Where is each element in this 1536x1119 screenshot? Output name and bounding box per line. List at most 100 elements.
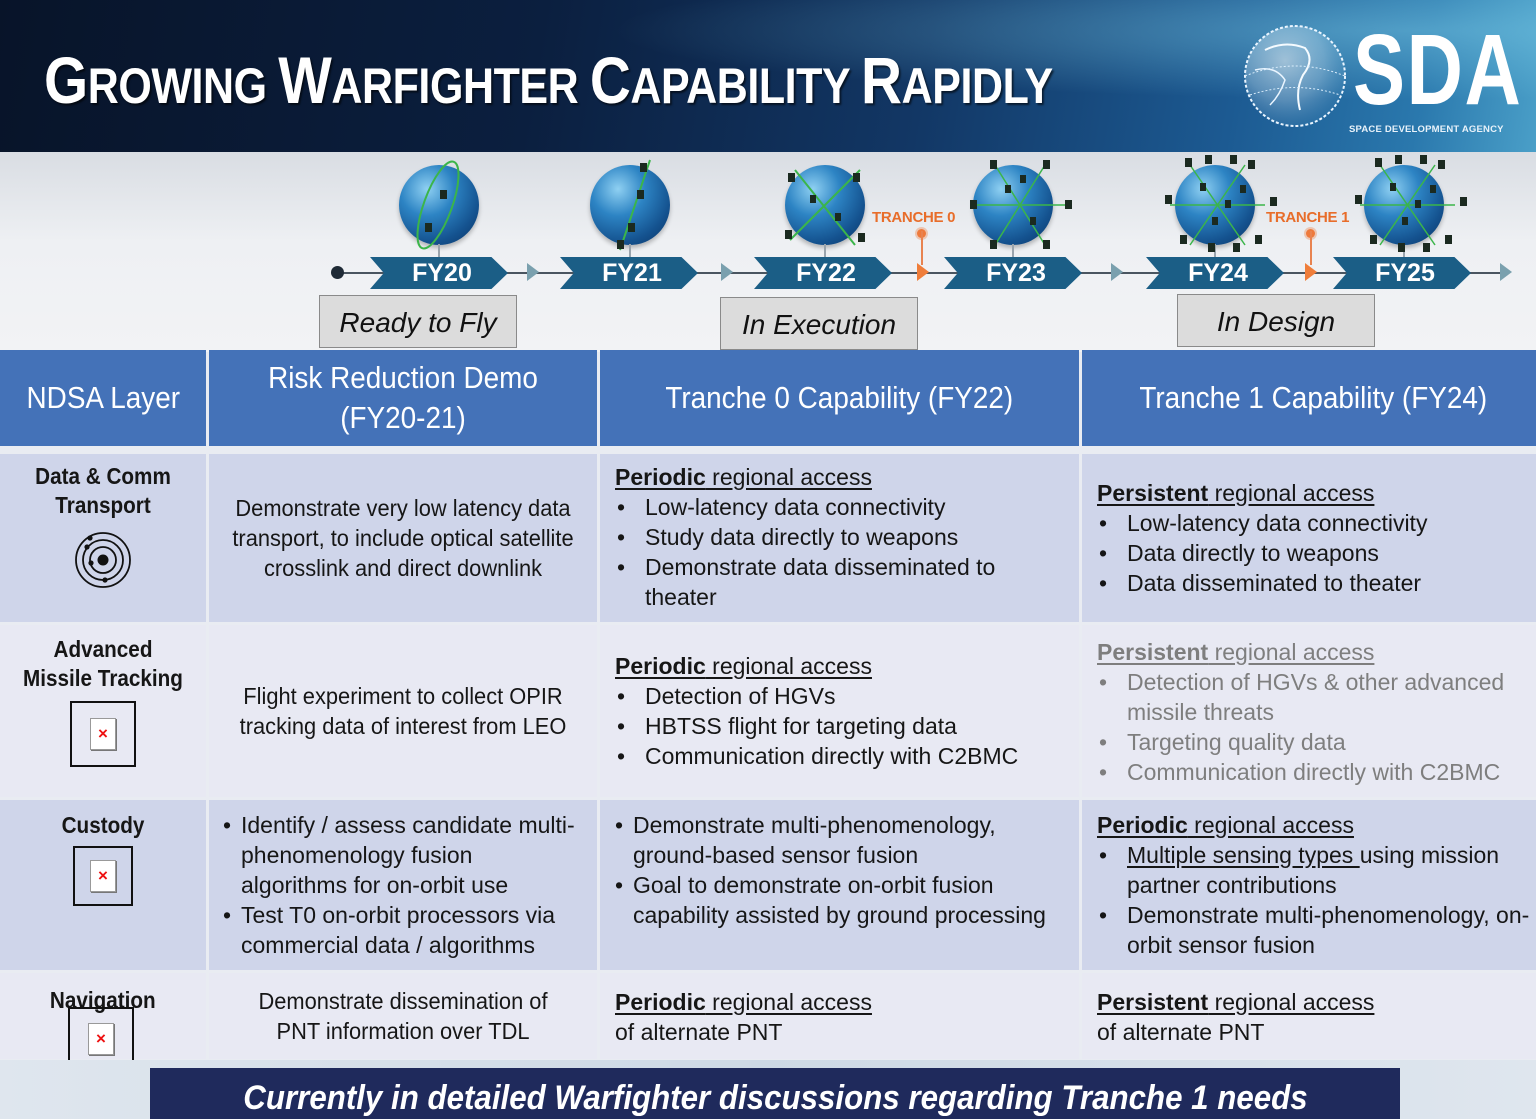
layer-cell: Navigation × (0, 973, 206, 1071)
capability-table: NDSA Layer Risk Reduction Demo (FY20-21)… (0, 350, 1536, 1071)
access-detail: of alternate PNT (1097, 1019, 1265, 1045)
title-word: APIDLY (901, 58, 1054, 114)
broken-image-icon: × (70, 701, 136, 767)
tranche-arrow-icon (1305, 263, 1317, 281)
status-in-execution: In Execution (720, 297, 918, 350)
title-word: ARFIGHTER (331, 58, 590, 114)
access-heading: Persistent regional access (1097, 478, 1531, 508)
bullet-item: Demonstrate multi-phenomenology, ground-… (615, 810, 1065, 870)
title-cap: C (589, 43, 631, 117)
access-rest: regional access (1187, 812, 1354, 838)
status-in-design: In Design (1177, 294, 1375, 347)
access-type: Persistent (1097, 639, 1209, 665)
satellite-constellation-icons (416, 155, 1467, 252)
bullet-item: Low-latency data connectivity (1097, 508, 1531, 538)
demo-cell: Identify / assess candidate multi-phenom… (209, 800, 597, 970)
tranche-1-label: TRANCHE 1 (1266, 209, 1350, 226)
bullet-item: Data directly to weapons (1097, 538, 1531, 568)
bullet-item: Test T0 on-orbit processors via commerci… (223, 900, 583, 960)
bullet-item: Multiple sensing types using mission par… (1097, 840, 1531, 900)
globe-stem (824, 244, 826, 258)
header-tranche-1: Tranche 1 Capability (FY24) (1082, 350, 1536, 446)
underlined-text: Multiple sensing types (1127, 842, 1360, 868)
demo-cell: Demonstrate very low latency data transp… (209, 454, 597, 622)
bullet-item: Communication directly with C2BMC (615, 741, 1065, 771)
access-heading: Periodic regional access (615, 462, 1065, 492)
bullet-list: Detection of HGVs HBTSS flight for targe… (615, 681, 1065, 771)
access-rest: regional access (1208, 989, 1375, 1015)
bullet-item: Demonstrate data disseminated to theater (615, 552, 1065, 612)
header-text: Tranche 0 Capability (FY22) (665, 380, 1014, 415)
bullet-item: Identify / assess candidate multi-phenom… (223, 810, 583, 900)
timeline-end-arrow-icon (1500, 263, 1512, 281)
bullet-list: Identify / assess candidate multi-phenom… (223, 810, 583, 960)
access-heading: Periodic regional access (1097, 810, 1531, 840)
footer-text: Currently in detailed Warfighter discuss… (242, 1079, 1308, 1117)
demo-text: Flight experiment to collect OPIR tracki… (239, 683, 567, 739)
page-title: GROWING WARFIGHTER CAPABILITY RAPIDLY (44, 42, 1053, 118)
bullet-item: Study data directly to weapons (615, 522, 1065, 552)
layer-cell: Custody × (0, 800, 206, 970)
title-cap: W (278, 43, 332, 117)
bullet-list: Detection of HGVs & other advanced missi… (1097, 667, 1531, 787)
sda-logo: SDA SPACE DEVELOPMENT AGENCY (1225, 14, 1525, 142)
timeline-arrow-icon (527, 263, 539, 281)
bullet-item: Detection of HGVs (615, 681, 1065, 711)
layer-name: Data & Comm Transport (35, 463, 171, 518)
bullet-item: Detection of HGVs & other advanced missi… (1097, 667, 1531, 727)
access-heading: Periodic regional access (615, 651, 1065, 681)
tranche0-cell: Demonstrate multi-phenomenology, ground-… (600, 800, 1079, 970)
header-tranche-0: Tranche 0 Capability (FY22) (600, 350, 1079, 446)
access-type: Persistent (1097, 480, 1209, 506)
tranche0-cell: Periodic regional access Detection of HG… (600, 625, 1079, 797)
globe-icon (1244, 25, 1346, 127)
layer-name: Custody (61, 812, 145, 838)
broken-image-x-icon: × (88, 1023, 114, 1055)
tranche1-cell: Persistent regional access Detection of … (1082, 625, 1536, 797)
broken-image-x-icon: × (90, 718, 116, 750)
demo-cell: Flight experiment to collect OPIR tracki… (209, 625, 597, 797)
footer-banner: Currently in detailed Warfighter discuss… (150, 1068, 1400, 1119)
tranche1-cell: Persistent regional access of alternate … (1082, 973, 1536, 1059)
demo-cell: Demonstrate dissemination of PNT informa… (209, 973, 597, 1059)
tranche1-cell: Periodic regional access Multiple sensin… (1082, 800, 1536, 970)
access-heading: Persistent regional access (1097, 987, 1531, 1017)
bullet-item: Low-latency data connectivity (615, 492, 1065, 522)
header-ndsa-layer: NDSA Layer (0, 350, 206, 446)
timeline-year-fy20: FY20 (370, 257, 508, 289)
tranche-0-label: TRANCHE 0 (872, 209, 956, 226)
access-heading: Persistent regional access (1097, 637, 1531, 667)
access-rest: regional access (705, 464, 872, 490)
timeline-year-fy23: FY23 (944, 257, 1082, 289)
tranche-1-pin-line (1310, 231, 1312, 265)
timeline-arrow-icon (1111, 263, 1123, 281)
bullet-item: Communication directly with C2BMC (1097, 757, 1531, 787)
access-detail: of alternate PNT (615, 1019, 783, 1045)
tranche-0-pin-line (921, 231, 923, 265)
layer-name: Advanced Missile Tracking (23, 636, 183, 691)
tranche-arrow-icon (917, 263, 929, 281)
bullet-list: Demonstrate multi-phenomenology, ground-… (615, 810, 1065, 930)
layer-cell: Data & Comm Transport (0, 454, 206, 622)
globe-stem (629, 244, 631, 258)
globe-stem (1012, 244, 1014, 258)
timeline-year-fy24: FY24 (1146, 257, 1284, 289)
access-type: Periodic (615, 464, 706, 490)
bullet-item: Targeting quality data (1097, 727, 1531, 757)
layer-cell: Advanced Missile Tracking × (0, 625, 206, 797)
access-rest: regional access (705, 989, 872, 1015)
timeline-arrow-icon (721, 263, 733, 281)
status-ready-to-fly: Ready to Fly (319, 295, 517, 348)
access-rest: regional access (1208, 639, 1375, 665)
timeline-year-fy25: FY25 (1333, 257, 1471, 289)
title-word: ROWING (87, 58, 279, 114)
access-rest: regional access (705, 653, 872, 679)
logo-text: SDA (1353, 14, 1523, 126)
access-type: Periodic (615, 989, 706, 1015)
tranche0-cell: Periodic regional access Low-latency dat… (600, 454, 1079, 622)
access-type: Persistent (1097, 989, 1209, 1015)
bullet-list: Low-latency data connectivity Data direc… (1097, 508, 1531, 598)
demo-text: Demonstrate dissemination of PNT informa… (258, 988, 548, 1044)
title-cap: R (861, 43, 902, 117)
bullet-item: HBTSS flight for targeting data (615, 711, 1065, 741)
